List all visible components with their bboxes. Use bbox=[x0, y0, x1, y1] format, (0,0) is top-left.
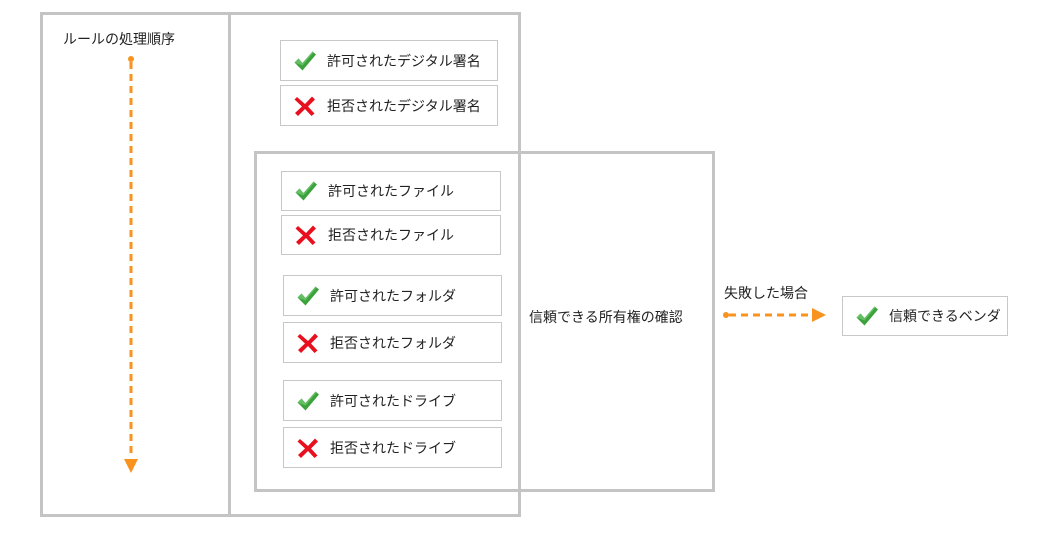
check-icon bbox=[296, 285, 320, 307]
ownership-check-label: 信頼できる所有権の確認 bbox=[529, 310, 683, 326]
ownership-panel bbox=[254, 151, 715, 492]
fallback-label: 失敗した場合 bbox=[724, 286, 808, 302]
processing-order-title: ルールの処理順序 bbox=[63, 32, 175, 48]
file-deny-box: 拒否されたファイル bbox=[281, 215, 501, 255]
folder-deny-box: 拒否されたフォルダ bbox=[283, 322, 502, 363]
rule-label: 許可されたドライブ bbox=[330, 393, 456, 410]
check-icon bbox=[294, 180, 318, 202]
cross-icon bbox=[296, 332, 320, 354]
rules-panel bbox=[228, 12, 521, 517]
folder-allow-box: 許可されたフォルダ bbox=[283, 275, 502, 316]
cross-icon bbox=[293, 95, 317, 117]
check-icon bbox=[293, 50, 317, 72]
drive-allow-box: 許可されたドライブ bbox=[283, 380, 502, 421]
signature-deny-box: 拒否されたデジタル署名 bbox=[280, 85, 498, 126]
rule-label: 拒否されたドライブ bbox=[330, 440, 456, 457]
trusted-vendor-box: 信頼できるベンダ bbox=[842, 296, 1008, 336]
rule-label: 拒否されたファイル bbox=[328, 228, 454, 244]
file-allow-box: 許可されたファイル bbox=[281, 171, 501, 211]
cross-icon bbox=[296, 437, 320, 459]
rule-label: 許可されたデジタル署名 bbox=[327, 53, 481, 70]
check-icon bbox=[296, 390, 320, 412]
cross-icon bbox=[294, 224, 318, 246]
rule-label: 許可されたファイル bbox=[328, 184, 454, 200]
check-icon bbox=[855, 305, 879, 327]
rule-label: 信頼できるベンダ bbox=[889, 309, 1001, 325]
fallback-arrow bbox=[723, 308, 826, 322]
drive-deny-box: 拒否されたドライブ bbox=[283, 427, 502, 468]
rule-label: 拒否されたデジタル署名 bbox=[327, 98, 481, 115]
rule-label: 拒否されたフォルダ bbox=[330, 335, 456, 352]
signature-allow-box: 許可されたデジタル署名 bbox=[280, 40, 498, 81]
order-panel bbox=[40, 12, 231, 517]
rule-label: 許可されたフォルダ bbox=[330, 288, 456, 305]
